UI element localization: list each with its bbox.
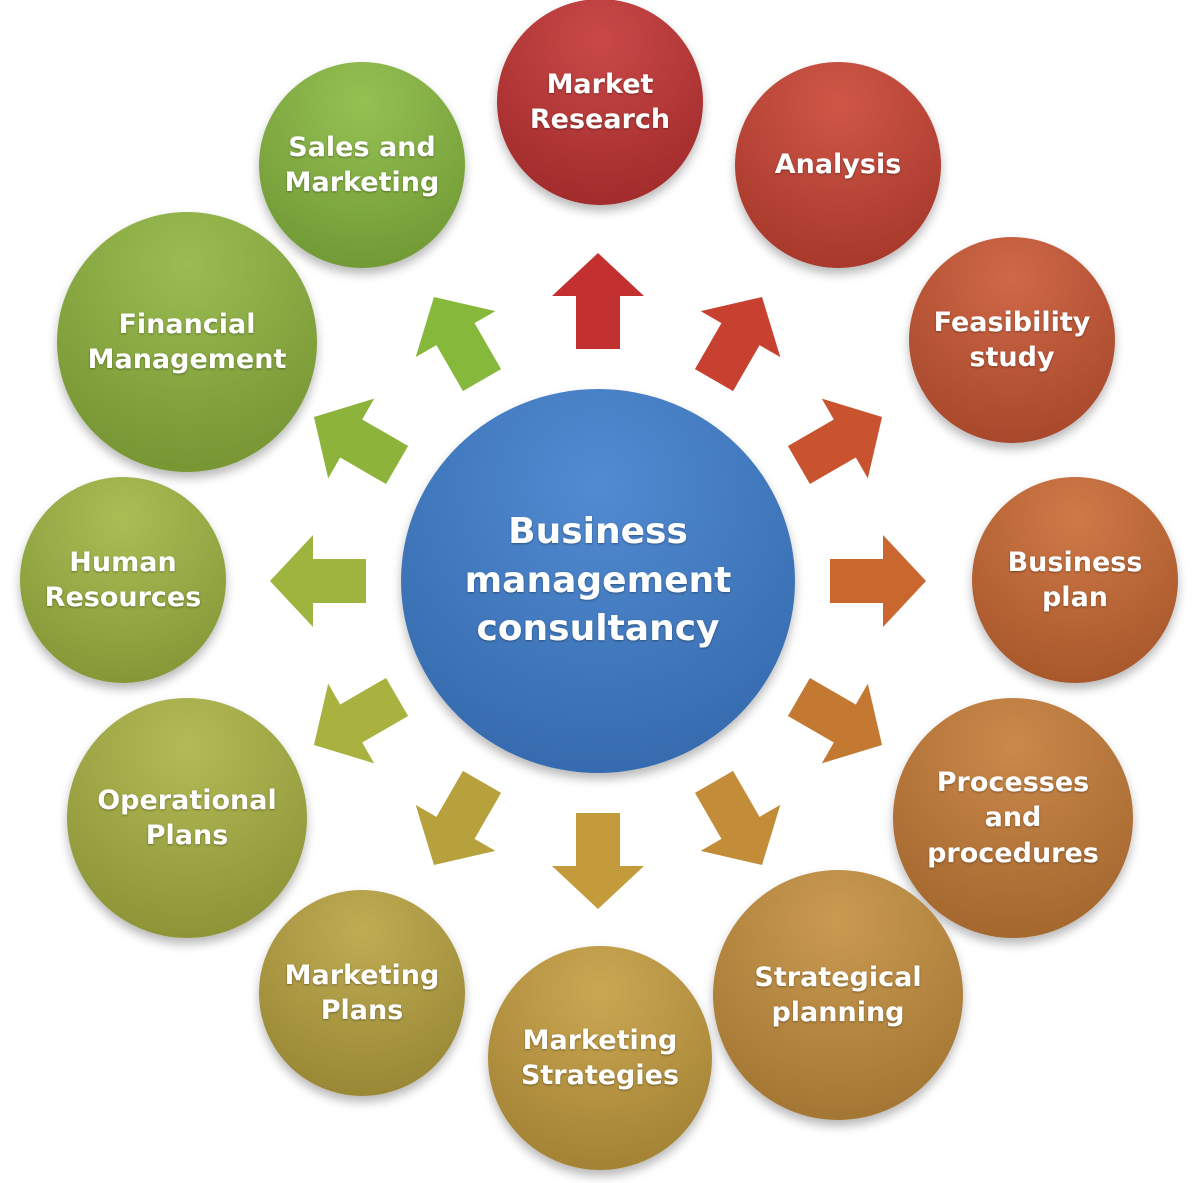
node-sales-and-marketing: Sales and Marketing bbox=[259, 62, 465, 268]
node-label: Business plan bbox=[1007, 546, 1143, 613]
node-label: Analysis bbox=[774, 149, 902, 181]
node-market-research: Market Research bbox=[497, 0, 703, 205]
arrow-to-business-plan bbox=[830, 535, 926, 627]
node-financial-management: Financial Management bbox=[57, 212, 317, 472]
node-strategical-planning: Strategical planning bbox=[713, 870, 963, 1120]
arrow-to-processes-and-procedures bbox=[787, 677, 883, 764]
arrow-to-feasibility-study bbox=[787, 398, 883, 485]
node-label: Strategical planning bbox=[754, 961, 922, 1028]
node-marketing-strategies: Marketing Strategies bbox=[488, 946, 712, 1170]
arrow-to-marketing-strategies bbox=[552, 813, 644, 909]
node-label: Marketing Plans bbox=[284, 959, 440, 1026]
node-marketing-plans: Marketing Plans bbox=[259, 890, 465, 1096]
arrow-to-analysis bbox=[694, 296, 781, 392]
node-label: Human Resources bbox=[44, 546, 202, 613]
node-label: Sales and Marketing bbox=[284, 131, 440, 198]
node-feasibility-study: Feasibility study bbox=[909, 237, 1115, 443]
node-business-plan: Business plan bbox=[972, 477, 1178, 683]
arrow-to-sales-and-marketing bbox=[415, 296, 502, 392]
center-label: Business management consultancy bbox=[464, 511, 732, 650]
center-node: Business management consultancy bbox=[401, 389, 795, 773]
node-label: Feasibility study bbox=[933, 306, 1091, 373]
arrow-to-financial-management bbox=[313, 398, 409, 485]
node-operational-plans: Operational Plans bbox=[67, 698, 307, 938]
arrow-to-marketing-plans bbox=[415, 770, 502, 866]
arrow-to-operational-plans bbox=[313, 677, 409, 764]
node-label: Market Research bbox=[529, 68, 671, 135]
arrow-to-human-resources bbox=[270, 535, 366, 627]
node-label: Marketing Strategies bbox=[520, 1024, 680, 1091]
node-human-resources: Human Resources bbox=[20, 477, 226, 683]
arrow-to-market-research bbox=[552, 253, 644, 349]
arrow-to-strategical-planning bbox=[694, 770, 781, 866]
node-label: Operational Plans bbox=[97, 784, 277, 851]
node-label: Financial Management bbox=[87, 308, 287, 375]
node-processes-and-procedures: Processes and procedures bbox=[893, 698, 1133, 938]
node-label: Processes and procedures bbox=[927, 767, 1099, 869]
node-analysis: Analysis bbox=[735, 62, 941, 268]
